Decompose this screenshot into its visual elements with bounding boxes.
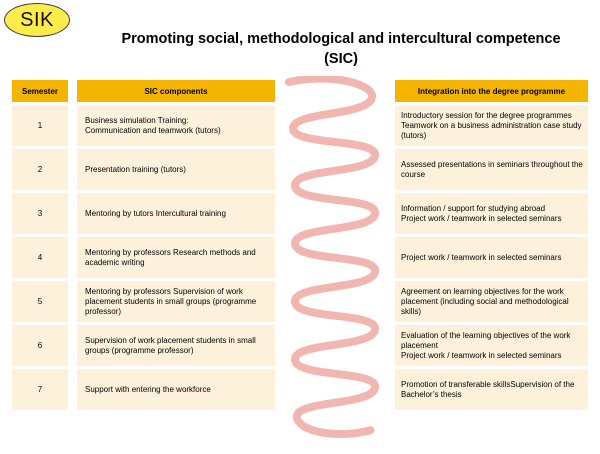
semester-cell: 3 xyxy=(12,193,68,234)
component-text: Business simulation Training: Communicat… xyxy=(85,115,221,135)
integration-cell: Introductory session for the degree prog… xyxy=(395,105,588,146)
component-text: Presentation training (tutors) xyxy=(85,164,186,174)
integration-text: Information / support for studying abroa… xyxy=(401,203,562,223)
page-title: Promoting social, methodological and int… xyxy=(121,31,561,67)
integration-text: Promotion of transferable skillsSupervis… xyxy=(401,379,575,399)
component-text: Supervision of work placement students i… xyxy=(85,335,256,355)
integration-cell: Promotion of transferable skillsSupervis… xyxy=(395,369,588,410)
component-cell: Mentoring by professors Research methods… xyxy=(77,237,275,278)
integration-cell: Information / support for studying abroa… xyxy=(395,193,588,234)
logo-text: SIK xyxy=(20,8,54,31)
integration-cell: Project work / teamwork in selected semi… xyxy=(395,237,588,278)
integration-text: Introductory session for the degree prog… xyxy=(401,110,582,140)
component-text: Mentoring by professors Research methods… xyxy=(85,247,256,267)
integration-text: Evaluation of the learning objectives of… xyxy=(401,330,571,360)
integration-cell: Assessed presentations in seminars throu… xyxy=(395,149,588,190)
semester-cell: 1 xyxy=(12,105,68,146)
sik-logo: SIK xyxy=(4,3,70,37)
components-column: SIC components Business simulation Train… xyxy=(77,80,275,410)
integration-column: Integration into the degree programme In… xyxy=(395,80,588,410)
semester-cell: 6 xyxy=(12,325,68,366)
semester-cell: 5 xyxy=(12,281,68,322)
integration-cell: Agreement on learning objectives for the… xyxy=(395,281,588,322)
integration-header: Integration into the degree programme xyxy=(395,80,588,102)
component-cell: Supervision of work placement students i… xyxy=(77,325,275,366)
semester-cell: 7 xyxy=(12,369,68,410)
component-cell: Mentoring by professors Supervision of w… xyxy=(77,281,275,322)
component-cell: Presentation training (tutors) xyxy=(77,149,275,190)
semester-cell: 2 xyxy=(12,149,68,190)
component-text: Mentoring by professors Supervision of w… xyxy=(85,286,257,316)
components-header: SIC components xyxy=(77,80,275,102)
decorative-wave xyxy=(285,76,379,438)
semester-cell: 4 xyxy=(12,237,68,278)
integration-text: Agreement on learning objectives for the… xyxy=(401,286,569,316)
component-cell: Business simulation Training: Communicat… xyxy=(77,105,275,146)
integration-cell: Evaluation of the learning objectives of… xyxy=(395,325,588,366)
component-text: Mentoring by tutors Intercultural traini… xyxy=(85,208,226,218)
component-cell: Support with entering the workforce xyxy=(77,369,275,410)
semester-column: Semester 1 2 3 4 5 6 7 xyxy=(12,80,68,410)
semester-header: Semester xyxy=(12,80,68,102)
integration-text: Assessed presentations in seminars throu… xyxy=(401,159,583,179)
component-cell: Mentoring by tutors Intercultural traini… xyxy=(77,193,275,234)
component-text: Support with entering the workforce xyxy=(85,384,211,394)
integration-text: Project work / teamwork in selected semi… xyxy=(401,252,562,262)
